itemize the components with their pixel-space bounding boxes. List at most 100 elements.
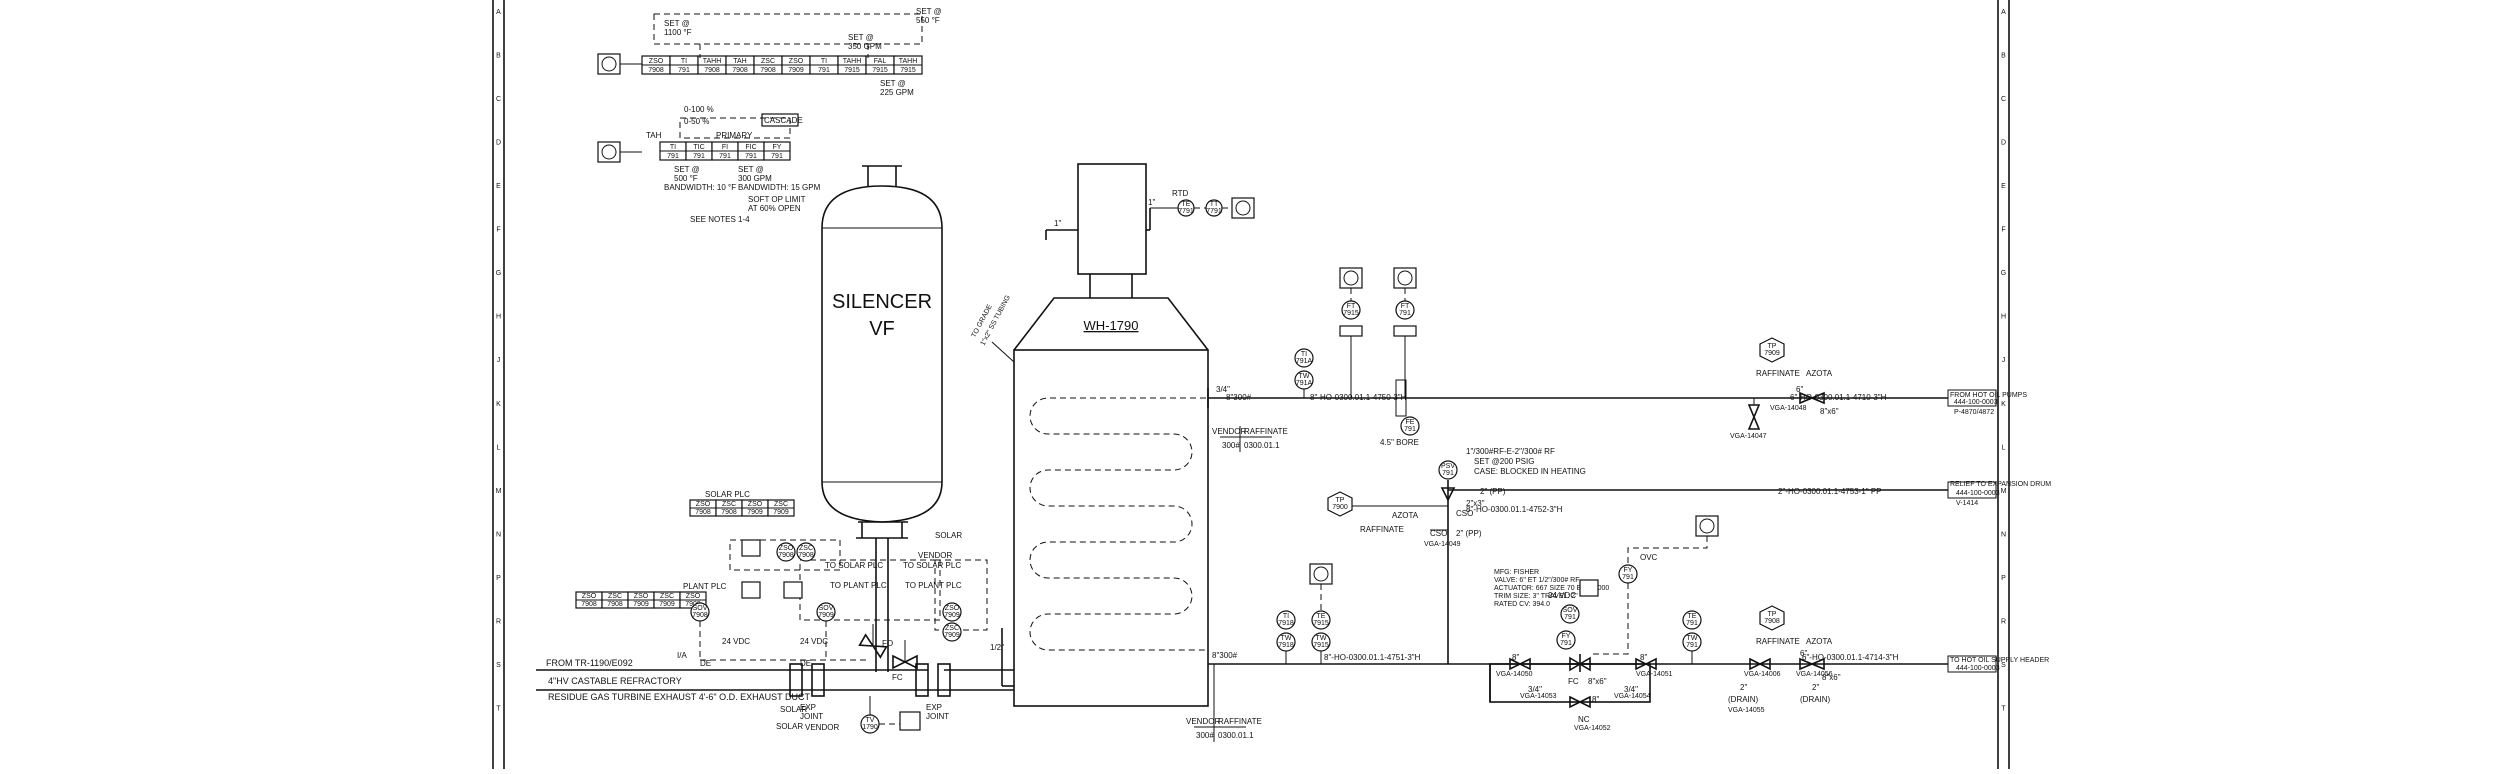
mid-block-num-3: 791: [745, 153, 757, 160]
to-hot-oil-1: TO HOT OIL SUPPLY HEADER: [1950, 657, 2049, 664]
border-mark-right-1: B: [2001, 53, 2006, 60]
top-block-label-2: TAHH: [703, 58, 722, 65]
svg-text:FY: FY: [1624, 567, 1633, 574]
set-350-1: SET @: [848, 33, 874, 42]
svg-text:791: 791: [1622, 574, 1634, 581]
size-8-label-2: 8": [1512, 653, 1519, 662]
set-225-1: SET @: [880, 79, 906, 88]
line-4714-label: 6"-HO-0300.01.1-4714-3"H: [1802, 653, 1899, 662]
top-block-num-5: 7909: [788, 67, 804, 74]
relief-label-3: V-1414: [1956, 500, 1978, 507]
top-block-num-7: 7915: [844, 67, 860, 74]
size-8-label-3: 8": [1640, 653, 1647, 662]
size-8x6-label-1: 8"x6": [1820, 407, 1839, 416]
border-mark-left-0: A: [496, 9, 501, 16]
to-solar-plc-1: TO SOLAR PLC: [903, 561, 961, 570]
svg-text:TI: TI: [1301, 351, 1307, 358]
svg-text:FT: FT: [1347, 303, 1356, 310]
vendor-raff-1c: 300#: [1222, 441, 1240, 450]
see-notes: SEE NOTES 1-4: [690, 215, 750, 224]
size-34-label-2: 3/4": [1528, 685, 1542, 694]
size-2x3-label: 2"x3": [1466, 499, 1485, 508]
size-2-label-2: 2": [1812, 683, 1819, 692]
exp-joint-2b: JOINT: [926, 712, 949, 721]
valve-note-4: TRIM SIZE: 3" TRAVEL: 2": [1494, 593, 1578, 600]
mid-block-label-3: FIC: [745, 144, 756, 151]
border-mark-left-15: S: [496, 662, 501, 669]
mid-block-num-0: 791: [667, 153, 679, 160]
psv-relief-line: PSV 791 1"/300#RF-E-2"/300# RF SET @200 …: [1327, 447, 2051, 664]
svg-text:TW: TW: [1299, 373, 1310, 380]
relief-label-1: RELIEF TO EXPANSION DRUM: [1950, 481, 2051, 488]
plant-plc-block-num-0: 7908: [581, 601, 597, 608]
vendor-label-2: VENDOR: [918, 551, 952, 560]
border-mark-right-5: F: [2001, 227, 2005, 234]
fc-label: FC: [892, 673, 903, 682]
to-plant-plc-2: TO PLANT PLC: [905, 581, 962, 590]
silencer-vessel: SILENCER VF: [821, 165, 943, 672]
mid-block-label-4: FY: [773, 144, 782, 151]
vga-14050: VGA-14050: [1496, 671, 1533, 678]
mid-block-label-2: FI: [722, 144, 728, 151]
solar-plc-block-num-2: 7909: [747, 509, 763, 516]
svg-text:TE: TE: [1182, 201, 1191, 208]
logic-blocks: ZSO7908TI791TAHH7908TAH7908ZSC7908ZSO790…: [597, 7, 942, 224]
border-mark-left-5: F: [496, 227, 500, 234]
vendor-raff-2c: 300#: [1196, 731, 1214, 740]
vga-14049: VGA-14049: [1424, 541, 1461, 548]
tp-7908-tag: [1759, 605, 1785, 631]
line-4751-label: 8"-HO-0300.01.1-4751-3"H: [1324, 653, 1421, 662]
zsc-7909-bubble: [942, 622, 962, 642]
svg-text:1790: 1790: [862, 724, 878, 731]
ia-label: I/A: [677, 651, 687, 660]
svg-text:791A: 791A: [1296, 380, 1313, 387]
bore-label: 4.5" BORE: [1380, 438, 1419, 447]
top-block-num-4: 7908: [760, 67, 776, 74]
vendor-raff-1d: 0300.01.1: [1244, 441, 1280, 450]
set-550-2: 550 °F: [916, 16, 940, 25]
border-mark-left-16: T: [496, 705, 501, 712]
vendor-raff-1a: VENDOR: [1212, 427, 1246, 436]
tah-label: TAH: [646, 131, 662, 140]
border-mark-right-11: M: [2001, 488, 2007, 495]
border-mark-right-9: K: [2001, 401, 2006, 408]
svg-text:791: 791: [1564, 614, 1576, 621]
border-mark-left-11: M: [496, 488, 502, 495]
svg-text:ZSC: ZSC: [799, 545, 813, 552]
border-mark-right-13: P: [2001, 575, 2006, 582]
plant-plc-block-label-0: ZSO: [582, 593, 597, 600]
tv-display: [899, 711, 921, 731]
svg-text:TW: TW: [1316, 635, 1327, 642]
svg-text:7909: 7909: [818, 612, 834, 619]
border-mark-right-2: C: [2001, 96, 2006, 103]
top-size-label: 1": [1054, 219, 1061, 228]
solar-label-2: SOLAR: [776, 722, 803, 731]
top-block-num-0: 7908: [648, 67, 664, 74]
border-mark-right-14: R: [2001, 618, 2006, 625]
relief-label-2: 444-100-0003: [1956, 490, 2000, 497]
drain-label-1: (DRAIN): [1728, 695, 1759, 704]
svg-text:791: 791: [1442, 470, 1454, 477]
from-hot-oil-1: FROM HOT OIL PUMPS: [1950, 392, 2027, 399]
border-mark-right-16: T: [2001, 705, 2006, 712]
svg-text:791: 791: [1404, 426, 1416, 433]
vga-14052: VGA-14052: [1574, 725, 1611, 732]
zso-7908-bubble: [776, 542, 796, 562]
plant-io-1: [741, 581, 761, 599]
plant-plc-block-num-4: 7909: [685, 601, 701, 608]
silencer-name: SILENCER: [832, 291, 932, 313]
set-1100-1: SET @: [664, 19, 690, 28]
svg-text:TP: TP: [1336, 497, 1345, 504]
top-block-label-0: ZSO: [649, 58, 664, 65]
vga-14048: VGA-14048: [1770, 405, 1807, 412]
mid-block-num-1: 791: [693, 153, 705, 160]
ti-7918-bubble: [1276, 610, 1296, 630]
svg-text:TT: TT: [1210, 201, 1219, 208]
set-350-2: 350 GPM: [848, 42, 882, 51]
svg-text:791: 791: [1686, 642, 1698, 649]
top-block-label-9: TAHH: [899, 58, 918, 65]
